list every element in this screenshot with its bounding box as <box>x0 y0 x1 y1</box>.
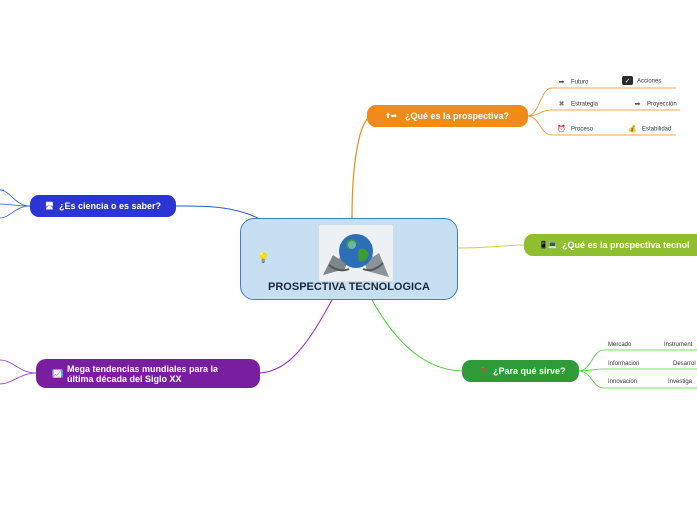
leaf-informacion[interactable]: Informacion <box>608 361 640 367</box>
leaf-futuro[interactable]: ➡Futuro <box>556 77 589 86</box>
devices-icon: 📱💻 <box>539 242 557 249</box>
tools-icon: ✖ <box>558 100 565 108</box>
lightbulb-icon: 💡 <box>257 253 270 264</box>
money-bag-icon: 💰 <box>628 125 637 133</box>
arrow-right-icon: ➡ <box>558 78 565 86</box>
leaf-instrumento[interactable]: Instrument <box>664 342 693 348</box>
central-topic-title: PROSPECTIVA TECNOLOGICA <box>268 281 430 293</box>
leaf-proceso[interactable]: ⏰Proceso <box>557 125 594 133</box>
branch-label: ¿Qué es la prospectiva? <box>405 111 510 121</box>
leaf-estabilidad[interactable]: 💰Estabilidad <box>628 125 672 133</box>
branch-label: ¿Qué es la prospectiva tecnol <box>562 240 690 250</box>
computer-icon: 🖥 <box>45 203 54 210</box>
central-topic[interactable]: 💡 PROSPECTIVA TECNOLOGICA <box>240 218 458 300</box>
question-mark-icon: ❓ <box>479 368 488 375</box>
leaf-innovacion[interactable]: Innovacion <box>608 379 638 385</box>
globe-robot-hands-image <box>319 225 393 281</box>
branch-label: ¿Es ciencia o es saber? <box>59 201 162 211</box>
leaf-investigacion[interactable]: Investiga <box>668 379 693 385</box>
arrows-icon: ⬆➡ <box>385 113 397 120</box>
leaf-mercado[interactable]: Mercado <box>608 342 632 348</box>
branch-que-es-la-prospectiva-tecnologica[interactable]: 📱💻 ¿Qué es la prospectiva tecnol <box>524 234 697 256</box>
branch-mega-tendencias[interactable]: 📈 Mega tendencias mundiales para la últi… <box>36 359 260 388</box>
branch-es-ciencia-o-es-saber[interactable]: 🖥 ¿Es ciencia o es saber? <box>30 195 176 217</box>
leaf-estrategia[interactable]: ✖Estrategia <box>556 99 598 108</box>
branch-para-que-sirve[interactable]: ❓ ¿Para qué sirve? <box>462 360 579 382</box>
branch-label-group: Mega tendencias mundiales para la última… <box>67 363 219 384</box>
leaf-proyeccion[interactable]: ➡Proyección <box>632 99 677 108</box>
checkbox-icon: ✓ <box>622 76 633 85</box>
chart-icon: 📈 <box>52 369 63 378</box>
branch-label: ¿Para qué sirve? <box>493 366 566 376</box>
arrow-right-icon: ➡ <box>634 100 641 108</box>
leaf-acciones[interactable]: ✓Acciones <box>622 76 661 85</box>
clock-icon: ⏰ <box>557 125 566 133</box>
branch-que-es-la-prospectiva[interactable]: ⬆➡ ¿Qué es la prospectiva? <box>367 105 528 127</box>
leaf-desarrollo[interactable]: Desarrol <box>673 361 696 367</box>
